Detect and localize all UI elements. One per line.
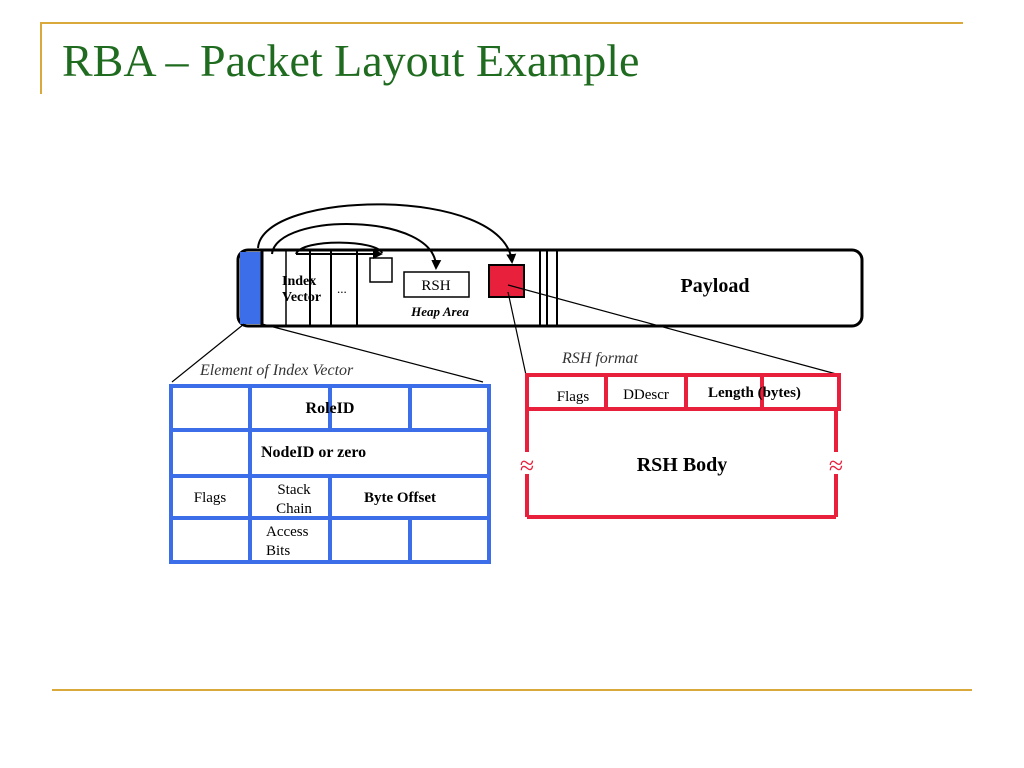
right-break-symbol: ≈ — [829, 451, 843, 480]
expansion-lines — [171, 284, 841, 383]
index-vector-element-table: Element of Index Vector RoleID NodeID or… — [169, 362, 491, 564]
rsh-length-field: Length (bytes) — [708, 385, 801, 401]
arrow-to-rsh-marker — [257, 203, 517, 264]
slide-title: RBA – Packet Layout Example — [62, 35, 640, 86]
stack-chain-field-line1: Stack — [277, 482, 311, 498]
ellipsis-label: ... — [337, 281, 347, 296]
bottom-rule — [52, 689, 972, 691]
index-vector-label-line1: Index — [282, 274, 316, 289]
index-vector-label-line2: Vector — [282, 290, 321, 305]
right-break-mask — [824, 452, 848, 474]
packet-outline — [236, 248, 864, 328]
pointer-arrows — [257, 203, 517, 270]
heap-area-label: Heap Area — [410, 304, 469, 319]
index-vector-element-highlight — [240, 252, 262, 324]
access-bits-field-line2: Bits — [266, 543, 290, 559]
flags-field: Flags — [194, 490, 227, 506]
node-id-field: NodeID or zero — [261, 444, 366, 461]
rsh-format-table: RSH format Flags DDescr Length (bytes) R… — [515, 350, 848, 519]
rsh-flags-field: Flags — [557, 389, 590, 405]
payload-label: Payload — [681, 275, 750, 297]
rsh-heap-label: RSH — [421, 278, 450, 294]
byte-offset-field: Byte Offset — [364, 490, 436, 506]
rsh-body-label: RSH Body — [637, 454, 728, 476]
rsh-heap-box — [403, 271, 470, 298]
left-rule — [40, 22, 42, 94]
index-vector-element-caption: Element of Index Vector — [199, 362, 354, 379]
access-bits-field-line1: Access — [266, 524, 309, 540]
rsh-red-marker — [488, 264, 525, 298]
top-rule — [40, 22, 963, 24]
packet-bar: Index Vector ... RSH Heap Area Payload — [236, 248, 864, 328]
stack-chain-field-line2: Chain — [276, 501, 312, 517]
heap-slot-box — [369, 257, 393, 283]
arrow-to-rsh-box — [271, 223, 442, 270]
left-break-mask — [515, 452, 539, 474]
rsh-ddescr-field: DDescr — [623, 387, 669, 403]
left-break-symbol: ≈ — [520, 451, 534, 480]
rsh-format-caption: RSH format — [561, 350, 639, 367]
role-id-field: RoleID — [306, 400, 355, 417]
